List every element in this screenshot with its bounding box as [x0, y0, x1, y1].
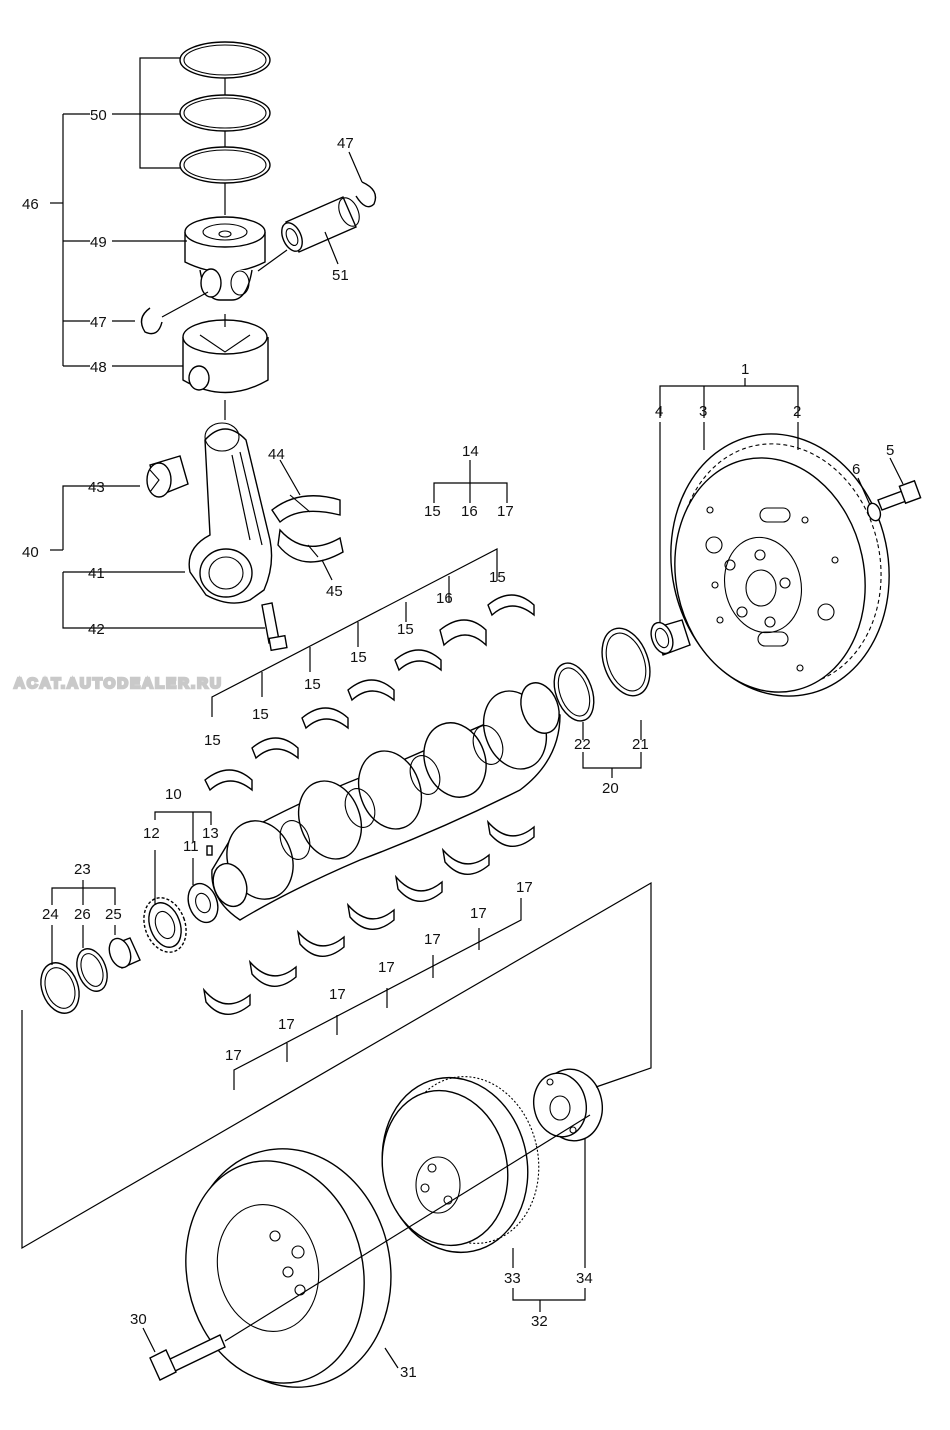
piston-pin — [281, 196, 360, 253]
callout-15-e: 15 — [304, 676, 321, 693]
rear-seal-ring — [553, 662, 595, 722]
callout-14: 14 — [462, 443, 479, 460]
pulley-bolt — [149, 1334, 226, 1381]
callout-44: 44 — [268, 446, 285, 463]
vibration-damper — [381, 1076, 540, 1254]
piston-rings — [179, 41, 271, 215]
callout-33: 33 — [504, 1270, 521, 1287]
rear-oil-seal — [601, 627, 651, 697]
callout-34: 34 — [576, 1270, 593, 1287]
callout-32: 32 — [531, 1313, 548, 1330]
gear-hub — [187, 882, 219, 924]
callout-17-b: 17 — [516, 879, 533, 896]
callout-6: 6 — [852, 461, 860, 478]
callout-21: 21 — [632, 736, 649, 753]
callout-16-a: 16 — [461, 503, 478, 520]
main-bearings-upper — [204, 594, 535, 792]
callout-51: 51 — [332, 267, 349, 284]
callout-46: 46 — [22, 196, 39, 213]
callout-47-b: 47 — [90, 314, 107, 331]
callout-41: 41 — [88, 565, 105, 582]
flywheel-bolt — [877, 479, 922, 511]
callout-26: 26 — [74, 906, 91, 923]
callout-3: 3 — [699, 403, 707, 420]
callout-22: 22 — [574, 736, 591, 753]
callout-43: 43 — [88, 479, 105, 496]
callout-47-a: 47 — [337, 135, 354, 152]
front-oil-seal — [40, 962, 80, 1014]
callout-15-b: 15 — [489, 569, 506, 586]
flywheel — [670, 433, 890, 697]
main-bearings-lower — [202, 819, 535, 1015]
callout-10: 10 — [165, 786, 182, 803]
piston-alternate — [182, 314, 269, 420]
callout-16-b: 16 — [436, 590, 453, 607]
callout-15-c: 15 — [397, 621, 414, 638]
callout-24: 24 — [42, 906, 59, 923]
crankshaft-pulley — [185, 1148, 392, 1388]
callout-20: 20 — [602, 780, 619, 797]
watermark: ACAT.AUTODEALER.RU — [14, 675, 223, 692]
callout-2: 2 — [793, 403, 801, 420]
leader-lines — [21, 57, 904, 1369]
pilot-bushing — [650, 619, 691, 656]
callout-15-d: 15 — [350, 649, 367, 666]
callout-11: 11 — [183, 838, 199, 855]
front-seal-ring — [76, 948, 108, 992]
small-end-bearing — [146, 455, 189, 498]
callout-30: 30 — [130, 1311, 147, 1328]
pulley-hub — [533, 1068, 603, 1142]
big-end-bearing-upper — [271, 494, 341, 524]
piston — [184, 216, 266, 301]
callout-1: 1 — [741, 361, 749, 378]
callout-45: 45 — [326, 583, 343, 600]
big-end-bearing-lower — [277, 528, 344, 563]
callout-5: 5 — [886, 442, 894, 459]
callout-12: 12 — [143, 825, 160, 842]
crankshaft-gear — [143, 897, 187, 953]
callout-15-f: 15 — [252, 706, 269, 723]
callout-17-f: 17 — [329, 986, 346, 1003]
callout-17-a: 17 — [497, 503, 514, 520]
callout-50: 50 — [90, 107, 107, 124]
callout-49: 49 — [90, 234, 107, 251]
callout-4: 4 — [655, 403, 663, 420]
callout-labels: 1 2 3 4 5 6 14 15 16 17 15 16 15 15 15 1… — [22, 107, 894, 1381]
callout-40: 40 — [22, 544, 39, 561]
circlip-lower — [140, 307, 163, 335]
callout-42: 42 — [88, 621, 105, 638]
callout-17-g: 17 — [278, 1016, 295, 1033]
callout-25: 25 — [105, 906, 122, 923]
connecting-rod-bolt — [261, 602, 288, 652]
callout-48: 48 — [90, 359, 107, 376]
callout-31: 31 — [400, 1364, 417, 1381]
callout-13: 13 — [202, 825, 219, 842]
dowel-pin — [206, 845, 213, 856]
callout-17-c: 17 — [470, 905, 487, 922]
callout-17-e: 17 — [378, 959, 395, 976]
callout-17-h: 17 — [225, 1047, 242, 1064]
callout-17-d: 17 — [424, 931, 441, 948]
crankshaft — [211, 682, 561, 921]
front-sleeve — [108, 937, 141, 969]
circlip-upper — [355, 181, 377, 208]
callout-15-g: 15 — [204, 732, 221, 749]
callout-23: 23 — [74, 861, 91, 878]
connecting-rod — [188, 422, 273, 604]
flywheel-washer — [866, 502, 882, 522]
callout-15-a: 15 — [424, 503, 441, 520]
